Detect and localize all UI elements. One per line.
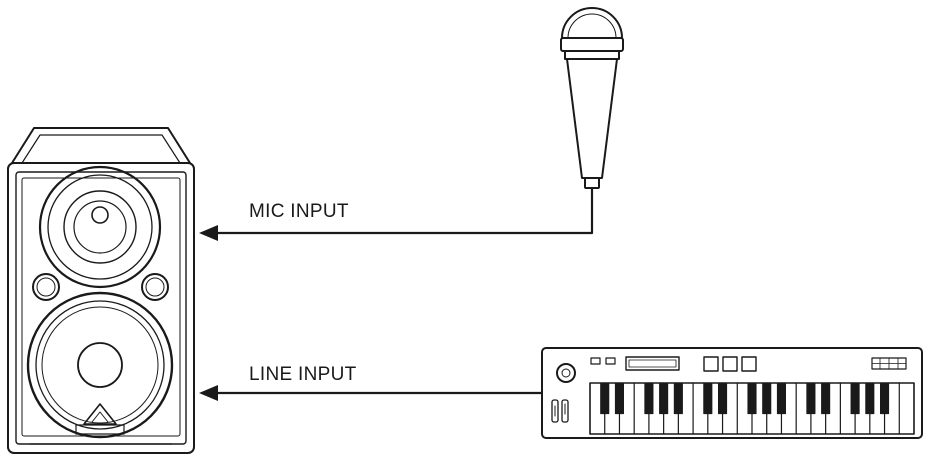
black-key — [614, 382, 625, 415]
black-key — [776, 382, 787, 415]
black-key — [821, 382, 831, 415]
black-key — [644, 382, 654, 415]
black-key — [865, 382, 875, 415]
black-key — [673, 382, 683, 415]
mic-input-label: MIC INPUT — [249, 201, 349, 222]
line-input-arrowhead — [199, 385, 218, 401]
black-key — [850, 382, 860, 415]
black-key — [717, 382, 728, 415]
black-key — [879, 382, 890, 415]
black-key — [762, 382, 772, 415]
black-key — [806, 382, 816, 415]
black-key — [600, 382, 610, 415]
black-key — [703, 382, 713, 415]
mic-input-arrowhead — [199, 225, 218, 241]
black-key — [747, 382, 757, 415]
speaker-monitor-icon — [7, 127, 195, 454]
microphone-icon — [203, 7, 624, 235]
black-key — [659, 382, 669, 415]
keyboard-keys — [589, 382, 915, 435]
midi-keyboard-icon — [203, 347, 923, 439]
line-input-label: LINE INPUT — [249, 364, 357, 385]
